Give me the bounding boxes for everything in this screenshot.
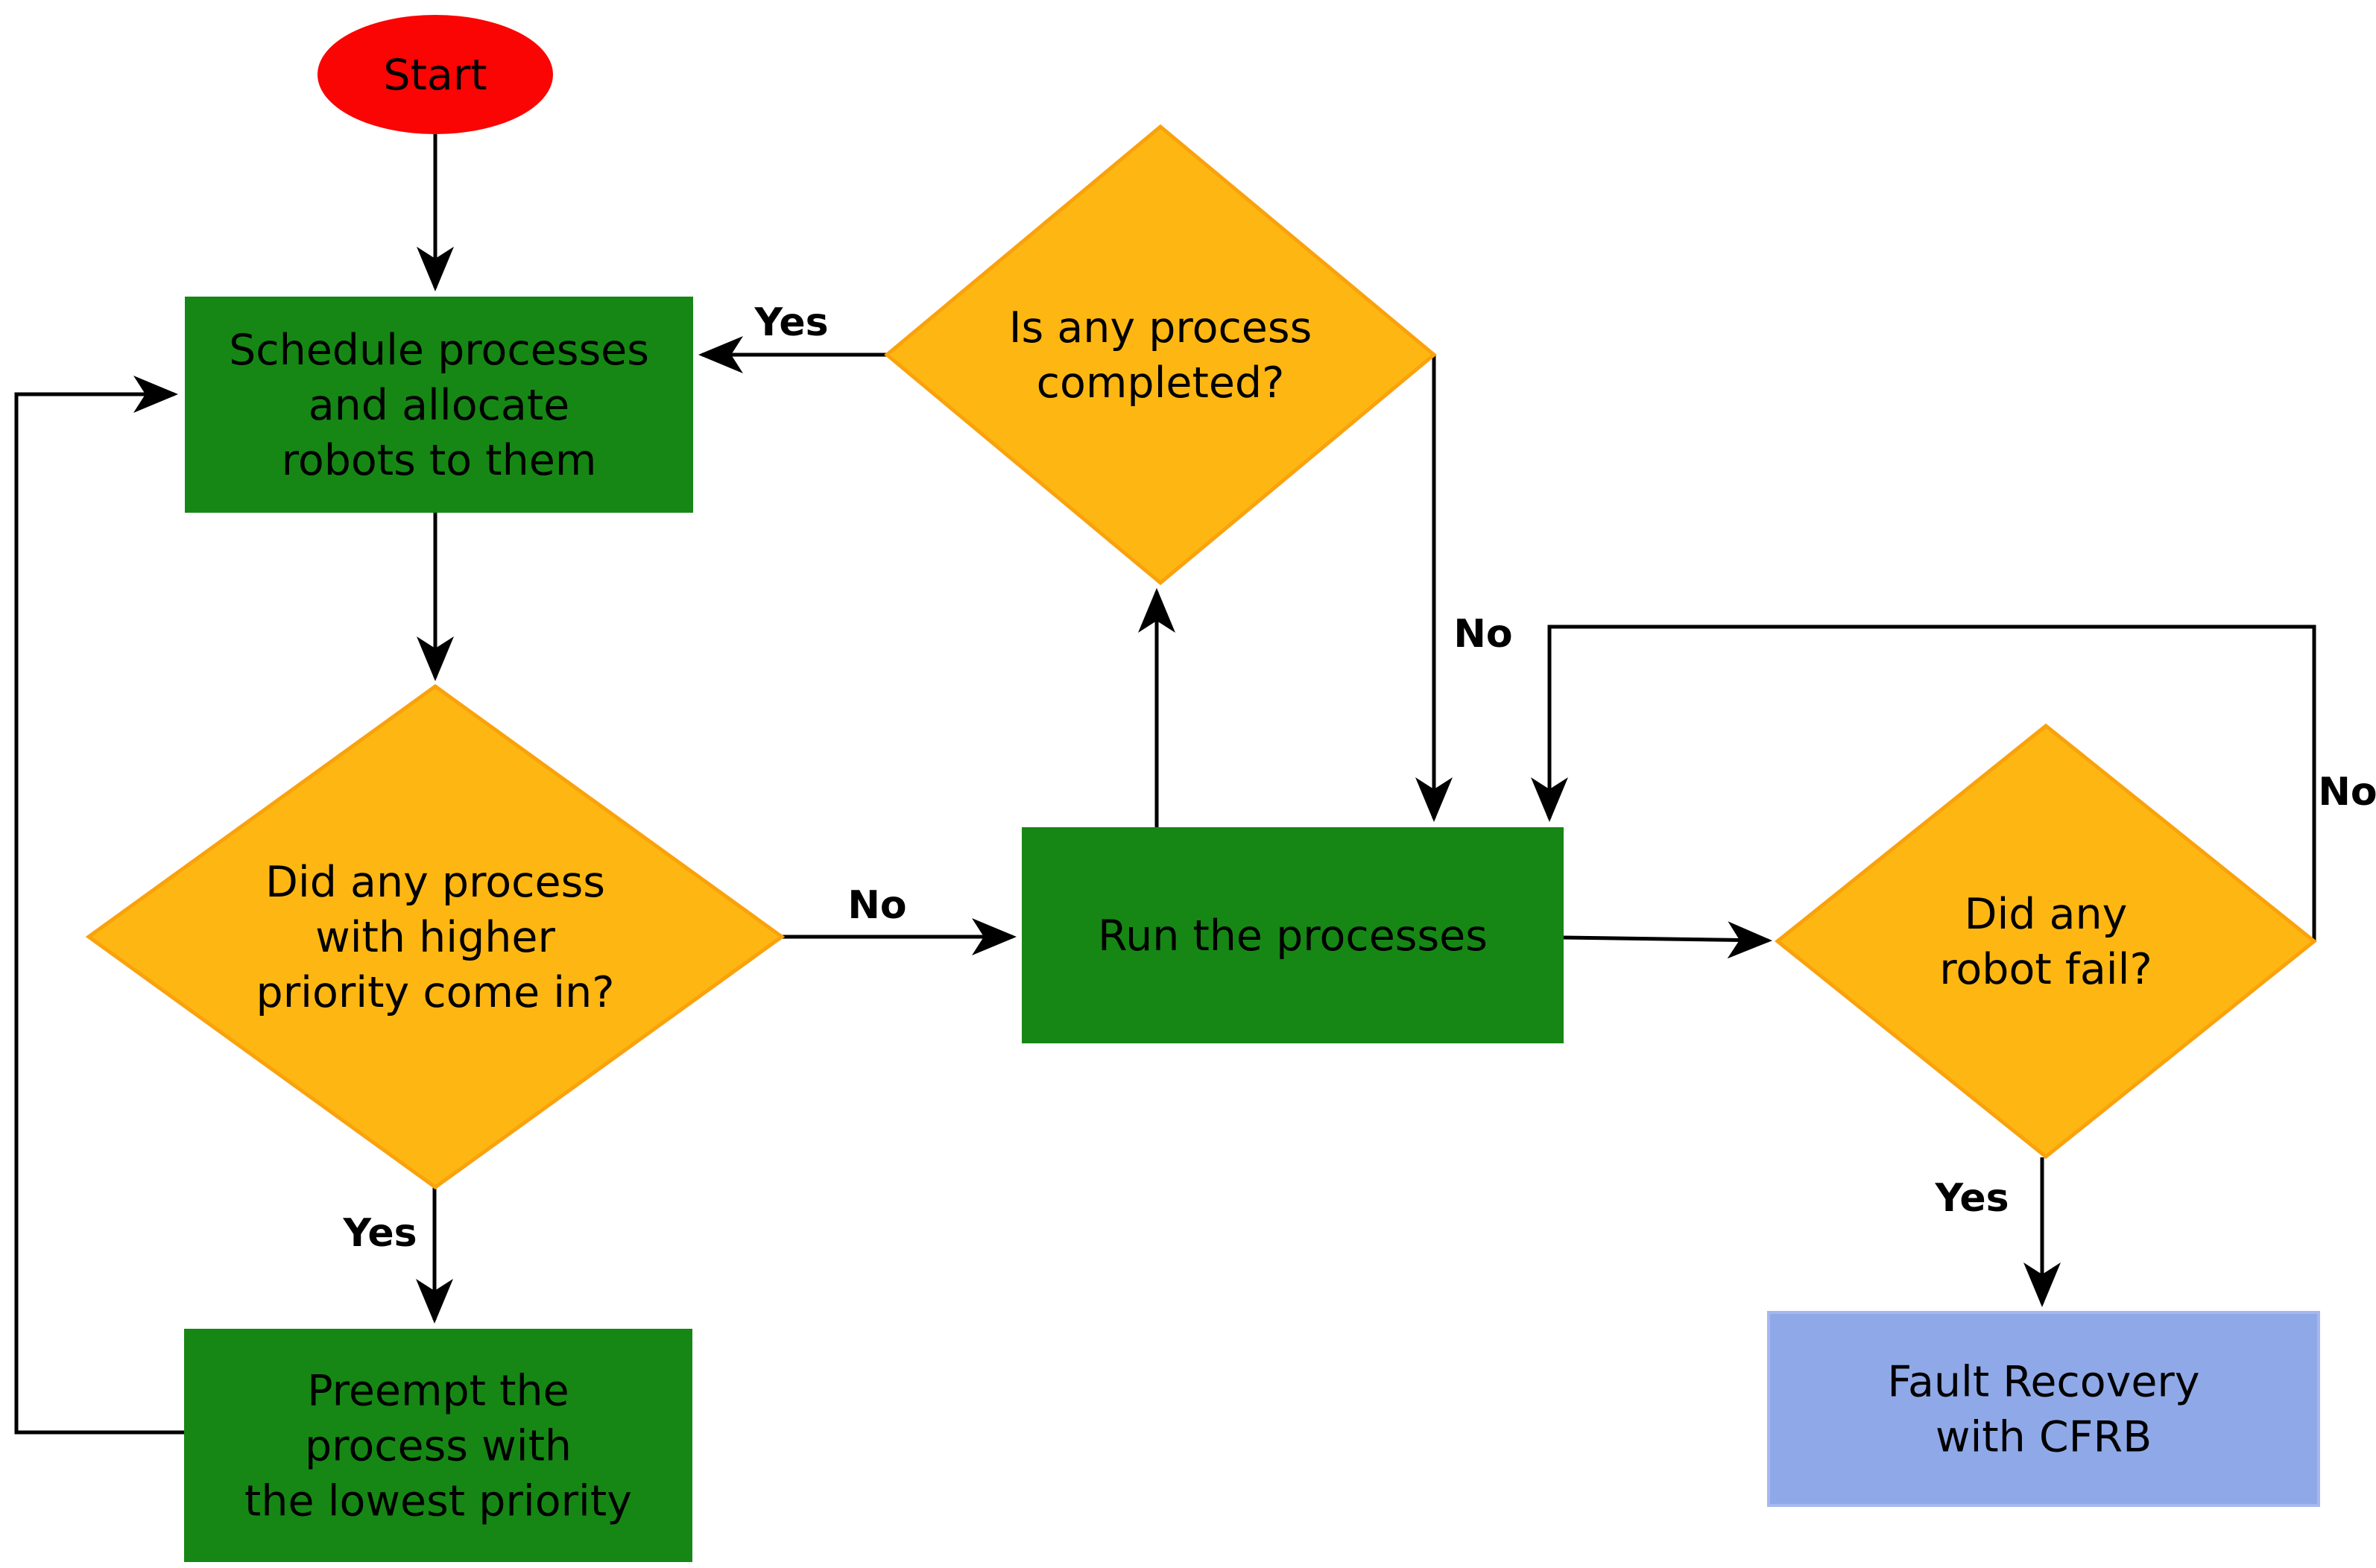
schedule-process-box-label-line-3: robots to them	[282, 436, 597, 485]
edge-preempt-loop-to-schedule	[14, 376, 184, 1435]
node-fault: Fault Recovery with CFRB	[1767, 1311, 2320, 1507]
run-processes-box	[1022, 827, 1564, 1043]
start-terminator-label: Start	[383, 51, 487, 100]
preempt-process-box-label-line-1: Preempt the	[307, 1367, 569, 1416]
node-run: Run the processes	[1022, 827, 1564, 1043]
edge-completed-yes-to-schedule-label: Yes	[753, 300, 828, 345]
robot-fail-decision-label: Did any robot fail?	[1939, 890, 2152, 994]
fault-recovery-box-label: Fault Recovery with CFRB	[1887, 1358, 2199, 1462]
robot-fail-decision-label-line-1: Did any	[1965, 890, 2128, 939]
node-start: Start	[317, 15, 553, 134]
higher-priority-decision-label: Did any process with higher priority come …	[256, 858, 615, 1017]
edge-priority-yes-to-preempt-label: Yes	[342, 1211, 417, 1256]
edge-run-to-robotfail	[1563, 921, 1772, 959]
fault-recovery-box-label-line-1: Fault Recovery	[1887, 1358, 2199, 1407]
process-completed-decision-label-line-1: Is any process	[1009, 303, 1312, 353]
edge-priority-no-to-run-label: No	[847, 883, 906, 928]
node-priority: Did any process with higher priority come …	[85, 683, 786, 1190]
higher-priority-decision-label-line-2: with higher	[315, 913, 555, 962]
process-completed-decision	[884, 124, 1437, 586]
preempt-process-box	[184, 1329, 692, 1562]
preempt-process-box-label-line-2: process with	[305, 1422, 572, 1471]
process-completed-decision-label-line-2: completed?	[1037, 358, 1285, 408]
start-terminator	[317, 15, 553, 134]
edge-completed-no-to-run-label: No	[1453, 612, 1512, 657]
higher-priority-decision	[85, 683, 786, 1190]
schedule-process-box-label-line-1: Schedule processes	[229, 326, 649, 375]
node-schedule: Schedule processes and allocate robots to …	[185, 297, 693, 513]
schedule-process-box-label-line-2: and allocate	[309, 381, 570, 430]
edge-robotfail-yes-to-fault-label: Yes	[1934, 1176, 2009, 1221]
run-processes-box-label: Run the processes	[1098, 911, 1488, 961]
robot-fail-decision-label-line-2: robot fail?	[1939, 945, 2152, 994]
higher-priority-decision-label-line-1: Did any process	[265, 858, 605, 907]
node-preempt: Preempt the process with the lowest priori…	[184, 1329, 692, 1562]
start-terminator-label-line-1: Start	[383, 51, 487, 100]
run-processes-box-label-line-1: Run the processes	[1098, 911, 1488, 961]
preempt-process-box-label: Preempt the process with the lowest priori…	[244, 1367, 632, 1526]
node-robotfail: Did any robot fail?	[1775, 723, 2317, 1160]
edge-robotfail-no-to-run-label: No	[2318, 770, 2376, 815]
robot-fail-decision	[1775, 723, 2317, 1160]
schedule-process-box-label: Schedule processes and allocate robots to …	[229, 326, 649, 485]
schedule-process-box	[185, 297, 693, 513]
preempt-process-box-label-line-3: the lowest priority	[244, 1477, 632, 1526]
fault-recovery-box	[1767, 1311, 2320, 1507]
edge-robotfail-no-to-run	[1531, 625, 2316, 941]
fault-recovery-box-label-line-2: with CFRB	[1936, 1413, 2152, 1462]
higher-priority-decision-label-line-3: priority come in?	[256, 968, 615, 1017]
